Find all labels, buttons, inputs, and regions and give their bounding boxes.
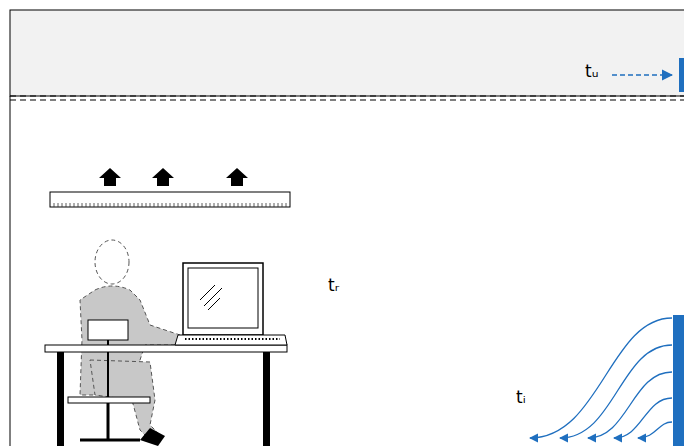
- desk-leg: [57, 352, 64, 446]
- ceiling-line: [10, 95, 684, 96]
- panel-hatching: [51, 203, 289, 207]
- screen-glare: [200, 285, 222, 310]
- chair-post: [107, 403, 110, 440]
- ceiling-void: [10, 10, 684, 96]
- wall-line: [10, 96, 11, 446]
- supply-outlet: [679, 58, 684, 92]
- shoe: [140, 428, 165, 446]
- supply-air-flow: [530, 318, 672, 438]
- inlet-temperature: tᵢ: [514, 388, 528, 407]
- laptop-display: [188, 268, 258, 328]
- ceiling-panel: [50, 192, 290, 207]
- heat-arrow: [152, 168, 174, 186]
- desk-leg: [263, 352, 270, 446]
- heat-arrow: [226, 168, 248, 186]
- desk-top: [45, 345, 287, 352]
- supply-temperature: tᵤ: [583, 62, 601, 81]
- chair-back: [88, 320, 128, 340]
- chair-base: [80, 439, 140, 442]
- laptop-base: [175, 335, 287, 345]
- heat-arrow: [99, 168, 121, 186]
- chair-seat: [68, 397, 150, 403]
- supply-arrow: [612, 74, 672, 76]
- displacement-outlet: [673, 315, 684, 446]
- laptop-screen: [183, 263, 263, 335]
- keyboard-keys: [185, 338, 280, 340]
- seated-person: [80, 240, 182, 440]
- room-temperature: tᵣ: [326, 276, 341, 295]
- ceiling-line: [10, 99, 684, 100]
